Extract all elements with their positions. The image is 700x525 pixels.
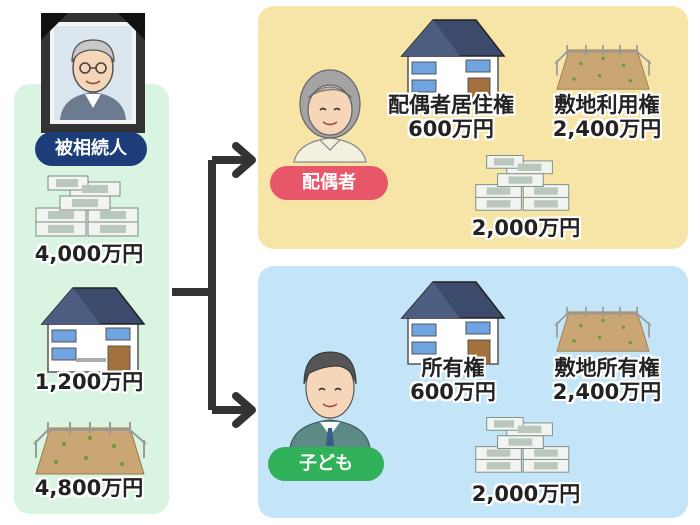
spouse-label: 配偶者: [270, 166, 388, 200]
land-icon: [554, 44, 652, 90]
money-stack-icon: [35, 175, 139, 237]
house-icon: [400, 281, 506, 365]
spouse-money-amount: 2,000万円: [471, 216, 581, 240]
money-stack-icon: [475, 155, 570, 211]
house-icon: [40, 287, 146, 373]
child-land-ownership: 敷地所有権 2,400万円: [532, 356, 682, 404]
spouse-avatar: [293, 69, 367, 163]
child-land-ownership-name: 敷地所有権: [554, 356, 660, 380]
child-ownership-right-value: 600万円: [410, 380, 496, 404]
land-icon: [33, 422, 147, 475]
land-icon: [554, 306, 652, 352]
child-avatar: [289, 351, 371, 449]
spouse-residence-right-name: 配偶者居住権: [388, 93, 514, 117]
spouse-residence-right-value: 600万円: [408, 117, 494, 141]
child-ownership-right: 所有権 600万円: [378, 356, 528, 404]
spouse-residence-right: 配偶者居住権 600万円: [376, 93, 526, 141]
money-stack-icon: [475, 417, 570, 473]
child-money-amount: 2,000万円: [471, 482, 581, 506]
decedent-portrait-icon: [41, 13, 145, 133]
spouse-land-right: 敷地利用権 2,400万円: [532, 93, 682, 141]
spouse-land-right-value: 2,400万円: [552, 117, 662, 141]
decedent-label: 被相続人: [35, 132, 147, 166]
house-icon: [400, 19, 506, 103]
child-ownership-right-name: 所有権: [421, 356, 485, 380]
decedent-house-amount: 1,200万円: [34, 370, 144, 394]
child-land-ownership-value: 2,400万円: [552, 380, 662, 404]
spouse-land-right-name: 敷地利用権: [554, 93, 660, 117]
decedent-land-amount: 4,800万円: [34, 476, 144, 500]
child-label: 子ども: [268, 447, 384, 481]
decedent-money-amount: 4,000万円: [34, 242, 144, 266]
